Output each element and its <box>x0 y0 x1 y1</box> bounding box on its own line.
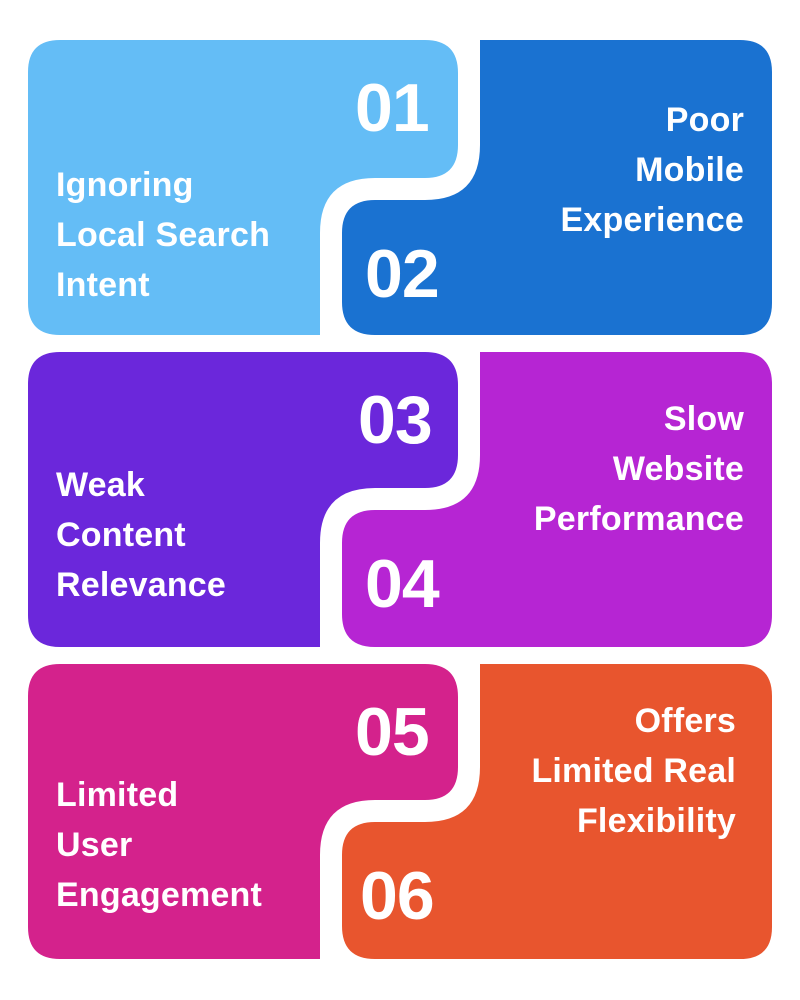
title-06: Offers Limited Real Flexibility <box>531 696 736 846</box>
title-04-line-1: Slow <box>663 400 744 438</box>
number-05: 05 <box>355 694 430 770</box>
title-01-line-3: Intent <box>56 266 150 304</box>
number-04: 04 <box>365 546 440 622</box>
title-02: Poor Mobile Experience <box>561 95 744 245</box>
piece-03 <box>28 352 458 647</box>
title-06-line-1: Offers <box>634 702 736 740</box>
piece-02 <box>342 40 772 335</box>
title-02-line-3: Experience <box>560 201 744 239</box>
title-03-line-3: Relevance <box>56 566 227 604</box>
title-01-line-1: Ignoring <box>56 166 194 204</box>
title-03-line-1: Weak <box>56 466 146 504</box>
title-06-line-2: Limited Real <box>531 752 736 790</box>
number-03: 03 <box>358 382 433 458</box>
title-05-line-1: Limited <box>56 776 179 814</box>
number-06: 06 <box>360 858 435 934</box>
title-02-line-1: Poor <box>665 101 744 139</box>
title-05: Limited User Engagement <box>56 770 262 920</box>
title-02-line-2: Mobile <box>635 151 744 189</box>
title-03: Weak Content Relevance <box>56 460 226 610</box>
title-05-line-3: Engagement <box>56 876 263 914</box>
title-01-line-2: Local Search <box>56 216 271 254</box>
title-04: Slow Website Performance <box>534 394 744 544</box>
piece-05 <box>28 664 458 959</box>
piece-06 <box>342 664 772 959</box>
title-04-line-3: Performance <box>533 500 744 538</box>
number-01: 01 <box>355 70 430 146</box>
piece-01 <box>28 40 458 335</box>
title-05-line-2: User <box>56 826 133 864</box>
title-03-line-2: Content <box>56 516 186 554</box>
title-06-line-3: Flexibility <box>576 802 736 840</box>
title-04-line-2: Website <box>612 450 744 488</box>
title-01: Ignoring Local Search Intent <box>56 160 270 310</box>
piece-04 <box>342 352 772 647</box>
number-02: 02 <box>365 236 440 312</box>
